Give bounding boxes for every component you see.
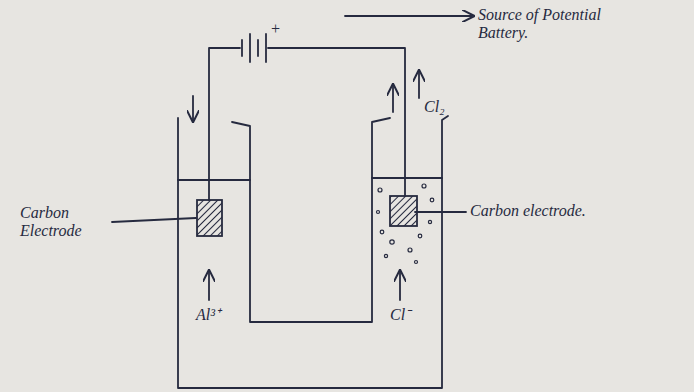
- part-label: Carbon electrode.: [470, 202, 586, 220]
- wire: [268, 48, 405, 196]
- inner-partition: [232, 118, 390, 322]
- battery-plate: [257, 40, 259, 56]
- battery-plate: [249, 34, 251, 62]
- ion-arrow: [399, 272, 401, 300]
- gas-arrow: [418, 72, 420, 98]
- gas-arrow: [392, 86, 394, 112]
- gas-label: Cl₂: [424, 98, 445, 116]
- leader-line: [415, 211, 466, 213]
- pointer-arrow: [345, 15, 472, 17]
- ion-label: Cl⁻: [390, 306, 410, 324]
- ion-arrow: [208, 272, 210, 300]
- source-label: Source of Potential Battery.: [478, 6, 618, 43]
- polarity-sign: +: [270, 20, 281, 38]
- ion-label: Al³⁺: [196, 306, 220, 324]
- part-label: Carbon Electrode: [20, 204, 110, 241]
- liquid-level: [372, 177, 442, 179]
- carbon-electrode: [197, 200, 222, 236]
- outer-vessel: [178, 116, 448, 388]
- current-arrow: [192, 96, 194, 120]
- battery-plate: [241, 40, 243, 56]
- battery-plate: [265, 34, 267, 62]
- carbon-electrode: [390, 196, 417, 226]
- liquid-level: [178, 179, 250, 181]
- gas-bubbles: [377, 184, 434, 264]
- wire: [209, 48, 240, 200]
- leader-line: [112, 218, 196, 222]
